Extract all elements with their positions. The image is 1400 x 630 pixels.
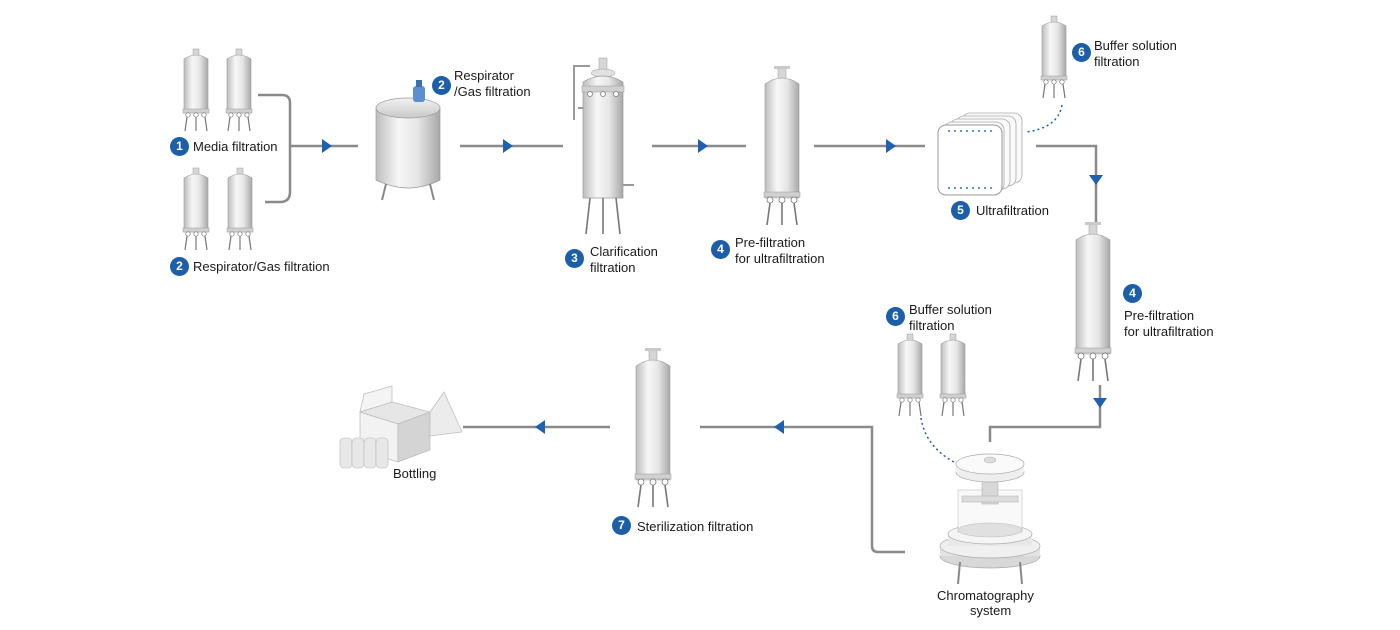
prefiltration-vessel-2 xyxy=(1074,221,1112,382)
prefiltration-vessel xyxy=(763,65,801,226)
sterilization-label: Sterilization filtration xyxy=(637,519,754,534)
chromatography-label-line2: system xyxy=(970,603,1012,618)
flow-arrow-icon xyxy=(503,139,513,153)
ultrafiltration-cassette-icon xyxy=(937,112,1023,196)
prefiltration-2-label-line2: for ultrafiltration xyxy=(1124,324,1214,339)
flow-arrow-icon xyxy=(698,139,708,153)
step-badge: 5 xyxy=(951,201,970,220)
step-badge: 6 xyxy=(1072,43,1091,62)
filter-housing-icon xyxy=(226,167,254,251)
buffer-2-label-line2: filtration xyxy=(909,318,955,333)
media-filtration-label: Media filtration xyxy=(193,139,278,154)
clarification-vessel xyxy=(573,57,634,235)
sterilization-vessel xyxy=(634,347,672,508)
mixing-tank-icon xyxy=(375,80,441,201)
media-filter-housings xyxy=(182,48,253,132)
gas-filtration-label: Respirator/Gas filtration xyxy=(193,259,330,274)
step-badge: 1 xyxy=(170,137,189,156)
step-badge: 3 xyxy=(565,249,584,268)
flow-arrow-icon xyxy=(535,420,545,434)
step-badge: 7 xyxy=(612,516,631,535)
filter-housing-icon xyxy=(182,167,210,251)
chromatography-label-line1: Chromatography xyxy=(937,588,1034,603)
buffer-2-label-line1: Buffer solution xyxy=(909,302,992,317)
buffer-filter-housing-icon xyxy=(1040,15,1068,99)
step-badge: 2 xyxy=(432,76,451,95)
prefiltration-label-line2: for ultrafiltration xyxy=(735,251,825,266)
step-badge: 6 xyxy=(886,307,905,326)
flow-arrow-icon xyxy=(886,139,896,153)
step-badge: 2 xyxy=(170,257,189,276)
flow-arrow-icon xyxy=(1089,175,1103,185)
respirator-label-line1: Respirator xyxy=(454,68,514,83)
prefiltration-label-line1: Pre-filtration xyxy=(735,235,806,250)
respirator-label-line2: /Gas filtration xyxy=(454,84,531,99)
prefiltration-2-label-line1: Pre-filtration xyxy=(1124,308,1195,323)
flow-arrow-icon xyxy=(774,420,784,434)
clarification-label-line1: Clarification xyxy=(590,244,658,259)
filter-housing-icon xyxy=(182,48,210,132)
buffer-label-line2: filtration xyxy=(1094,54,1140,69)
buffer-filter-housing-icon xyxy=(896,333,924,417)
step-badge: 4 xyxy=(711,240,730,259)
buffer-label-line1: Buffer solution xyxy=(1094,38,1177,53)
step-badge: 4 xyxy=(1123,284,1142,303)
flow-arrow-icon xyxy=(322,139,332,153)
gas-cylinder-icon xyxy=(413,80,425,102)
chromatography-column-icon xyxy=(939,453,1041,585)
ultrafiltration-label: Ultrafiltration xyxy=(976,203,1049,218)
clarification-label-line2: filtration xyxy=(590,260,636,275)
bottling-label: Bottling xyxy=(393,466,437,481)
filter-housing-icon xyxy=(225,48,253,132)
gas-filter-housings xyxy=(182,167,254,251)
flow-arrow-icon xyxy=(1093,398,1107,408)
buffer-connectors xyxy=(920,104,1063,467)
bottling-box-icon xyxy=(339,385,463,469)
buffer-filter-housing-icon xyxy=(939,333,967,417)
